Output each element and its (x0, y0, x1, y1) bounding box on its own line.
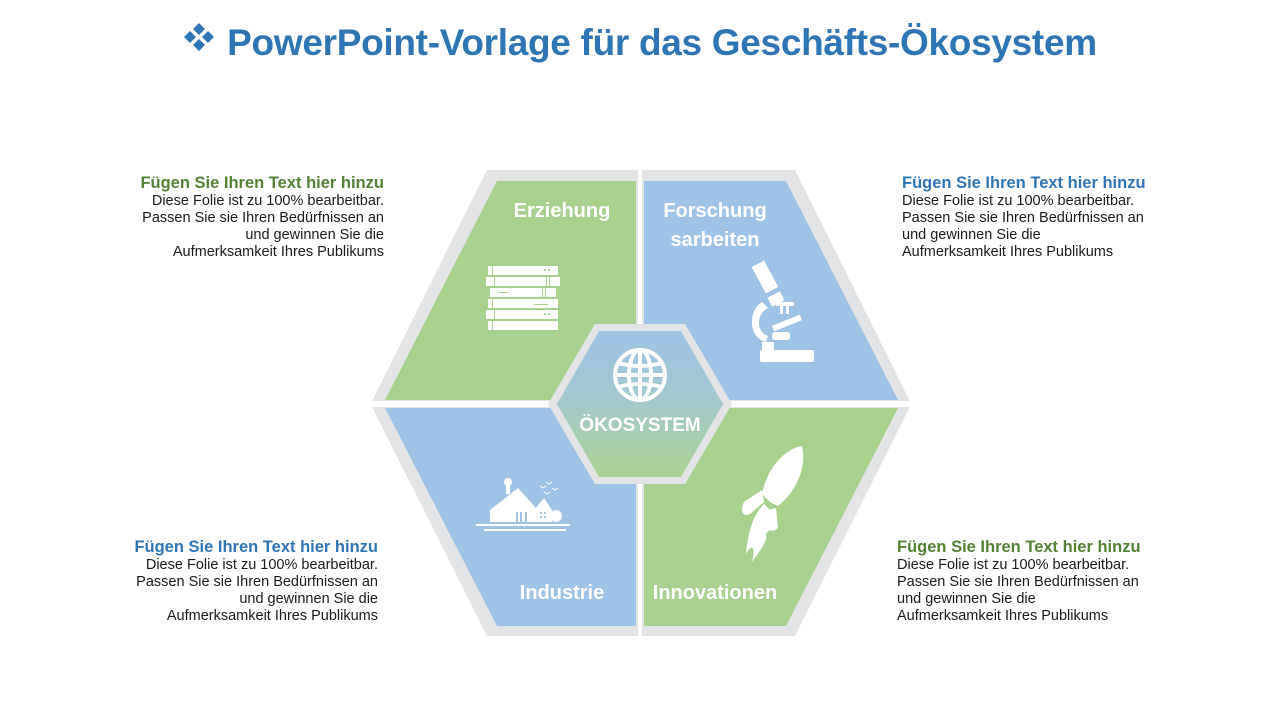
textbox-line: Aufmerksamkeit Ihres Publikums (166, 608, 378, 624)
quadrant-label-industrie: Industrie (519, 582, 605, 604)
factory-house-icon (476, 474, 570, 539)
server-stack-icon (486, 266, 560, 335)
slide-title: PowerPoint-Vorlage für das Geschäfts-Öko… (0, 22, 1280, 64)
textbox-line: und gewinnen Sie die (245, 227, 384, 243)
textbox-bottom-left: Fügen Sie Ihren Text hier hinzu Diese Fo… (98, 538, 378, 625)
quadrant-label-forschung-line1: Forschung (663, 200, 767, 222)
textbox-top-right: Fügen Sie Ihren Text hier hinzu Diese Fo… (902, 174, 1182, 261)
textbox-line: Diese Folie ist zu 100% bearbeitbar. (902, 193, 1135, 209)
slide-title-text: PowerPoint-Vorlage für das Geschäfts-Öko… (227, 22, 1097, 63)
textbox-heading: Fügen Sie Ihren Text hier hinzu (902, 174, 1146, 192)
textbox-line: Aufmerksamkeit Ihres Publikums (172, 244, 384, 260)
diamond-cluster-icon (183, 22, 215, 60)
textbox-bottom-right: Fügen Sie Ihren Text hier hinzu Diese Fo… (897, 538, 1177, 625)
textbox-top-left: Fügen Sie Ihren Text hier hinzu Diese Fo… (104, 174, 384, 261)
textbox-line: und gewinnen Sie die (239, 591, 378, 607)
textbox-line: Diese Folie ist zu 100% bearbeitbar. (145, 557, 378, 573)
globe-icon (611, 347, 669, 408)
textbox-heading: Fügen Sie Ihren Text hier hinzu (897, 538, 1141, 556)
quadrant-label-forschung-line2: sarbeiten (670, 229, 760, 251)
textbox-line: Diese Folie ist zu 100% bearbeitbar. (897, 557, 1130, 573)
textbox-line: und gewinnen Sie die (902, 227, 1041, 243)
textbox-line: Passen Sie sie Ihren Bedürfnissen an (142, 210, 384, 226)
quadrant-label-forschung: Forschung sarbeiten (645, 197, 785, 255)
textbox-line: Passen Sie sie Ihren Bedürfnissen an (902, 210, 1144, 226)
center-label: ÖKOSYSTEM (579, 415, 701, 436)
textbox-line: Passen Sie sie Ihren Bedürfnissen an (136, 574, 378, 590)
textbox-line: und gewinnen Sie die (897, 591, 1036, 607)
rocket-icon (738, 444, 808, 573)
textbox-line: Aufmerksamkeit Ihres Publikums (897, 608, 1109, 624)
textbox-line: Diese Folie ist zu 100% bearbeitbar. (151, 193, 384, 209)
textbox-line: Aufmerksamkeit Ihres Publikums (902, 244, 1114, 260)
center-hexagon (557, 331, 723, 477)
textbox-heading: Fügen Sie Ihren Text hier hinzu (140, 174, 384, 192)
quadrant-label-erziehung: Erziehung (513, 200, 611, 222)
microscope-icon (750, 258, 816, 369)
textbox-line: Passen Sie sie Ihren Bedürfnissen an (897, 574, 1139, 590)
textbox-heading: Fügen Sie Ihren Text hier hinzu (134, 538, 378, 556)
quadrant-label-innovationen: Innovationen (652, 582, 778, 604)
